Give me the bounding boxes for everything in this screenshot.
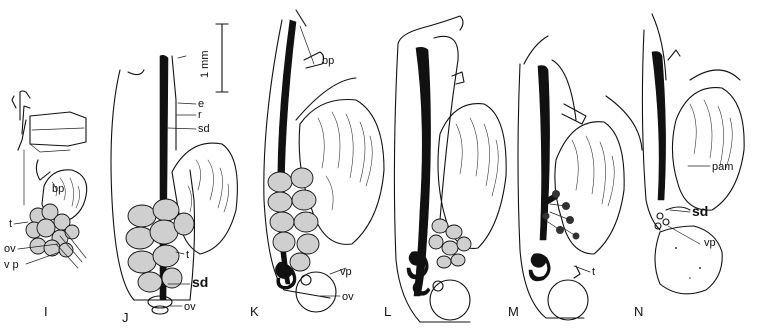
label-K-ov: ov	[342, 291, 354, 303]
label-N-pam: pam	[712, 161, 733, 173]
panel-J-drawing	[111, 55, 237, 314]
label-K-bp: bp	[322, 55, 334, 67]
label-J-sd: sd	[192, 274, 208, 290]
label-I-t: t	[9, 218, 12, 230]
label-J-ov: ov	[184, 301, 196, 313]
label-J-sd-top: sd	[198, 123, 210, 135]
panel-L-drawing	[394, 16, 506, 322]
label-J-t: t	[186, 249, 189, 261]
panel-label-N: N	[634, 304, 643, 319]
panel-M-drawing	[518, 36, 642, 320]
panel-label-I: I	[44, 304, 48, 319]
scale-bar-label: 1 mm	[199, 51, 211, 79]
label-M-t: t	[592, 266, 595, 278]
panel-N-drawing	[642, 14, 744, 294]
label-I-ov: ov	[4, 243, 16, 255]
label-I-bp: bp	[52, 183, 64, 195]
panel-label-M: M	[508, 304, 519, 319]
panel-I-drawing	[12, 91, 87, 268]
panel-label-K: K	[250, 304, 259, 319]
panel-label-L: L	[384, 304, 391, 319]
panel-label-J: J	[122, 310, 129, 325]
label-N-sd: sd	[692, 203, 708, 219]
label-K-vp: vp	[340, 266, 352, 278]
label-J-r: r	[198, 109, 202, 121]
label-N-vp: vp	[704, 237, 716, 249]
label-I-vp: v p	[4, 259, 19, 271]
scale-bar	[216, 24, 228, 92]
